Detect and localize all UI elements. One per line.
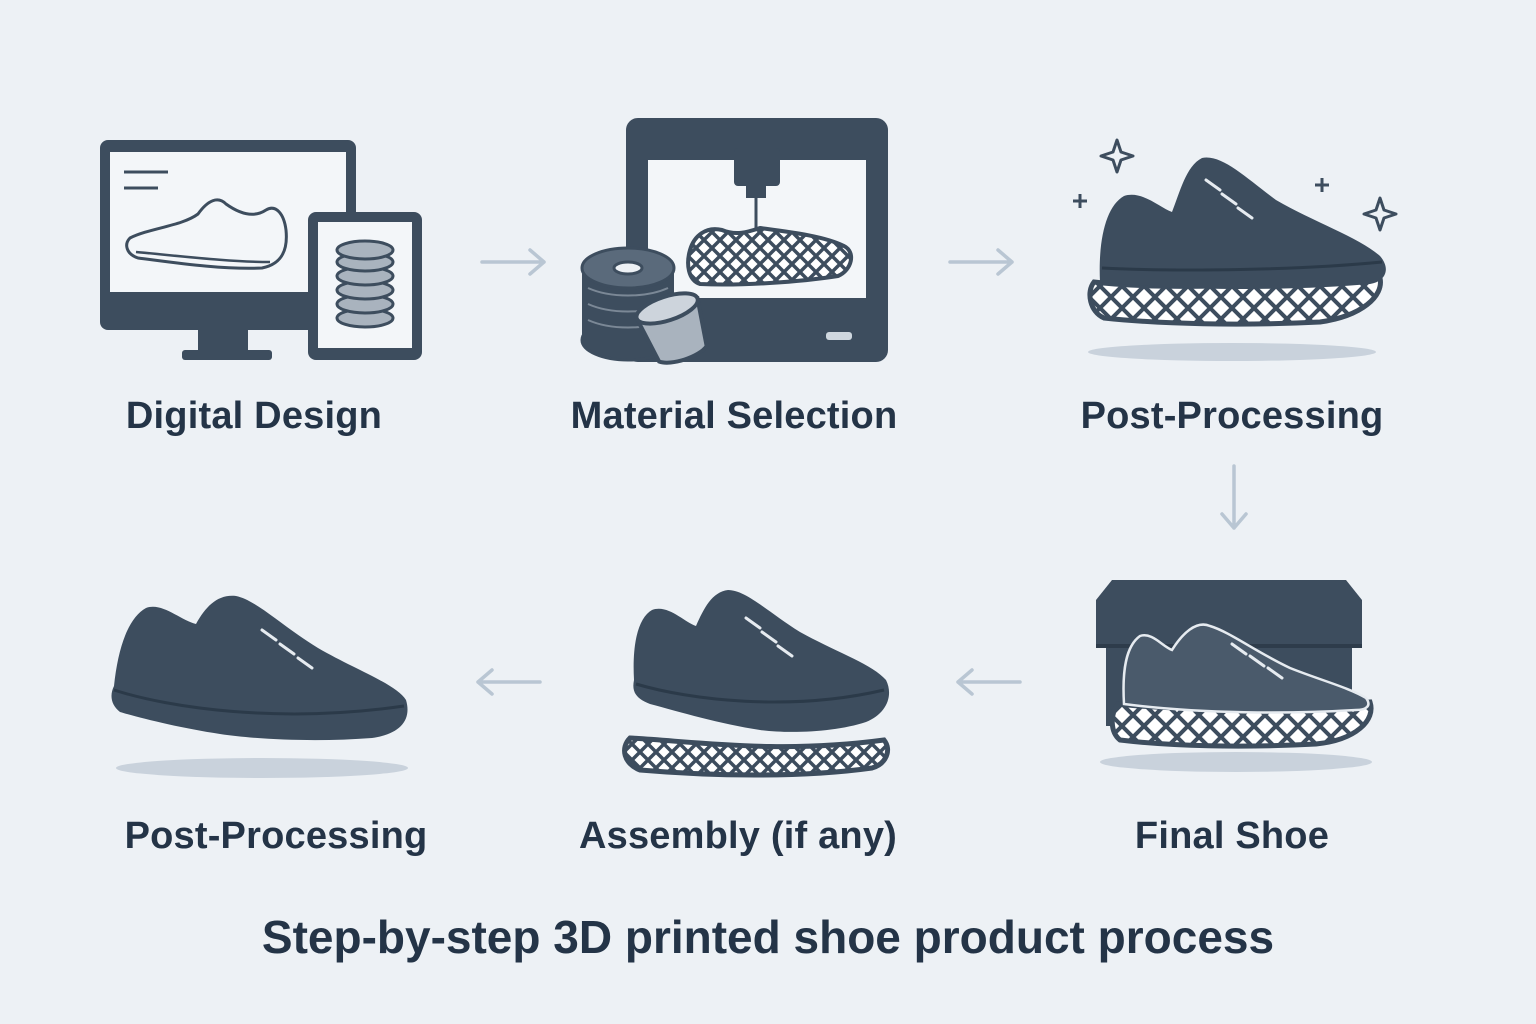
- arrow-down-icon: [1220, 464, 1248, 530]
- shoe-box-icon: [1096, 580, 1374, 772]
- arrow-right-icon: [480, 248, 546, 276]
- diagram-caption: Step-by-step 3D printed shoe product pro…: [261, 911, 1275, 963]
- 3d-printer-filament-icon: [580, 118, 888, 365]
- step-label-post-processing-top: Post-Processing: [1080, 395, 1384, 437]
- arrow-left-icon: [476, 668, 542, 696]
- shoe-upper-midsole-icon: [622, 590, 890, 778]
- sparkling-shoe-icon: [1073, 138, 1398, 361]
- arrow-right-icon: [948, 248, 1014, 276]
- step-label-assembly: Assembly (if any): [578, 815, 898, 857]
- arrow-left-icon: [956, 668, 1022, 696]
- computer-tablet-shoe-icon: [100, 140, 422, 360]
- step-label-digital-design: Digital Design: [125, 395, 383, 437]
- step-label-post-processing-bottom: Post-Processing: [124, 815, 428, 857]
- step-label-final-shoe: Final Shoe: [1134, 815, 1330, 857]
- shoe-upper-icon: [111, 595, 408, 778]
- step-label-material-selection: Material Selection: [570, 395, 898, 437]
